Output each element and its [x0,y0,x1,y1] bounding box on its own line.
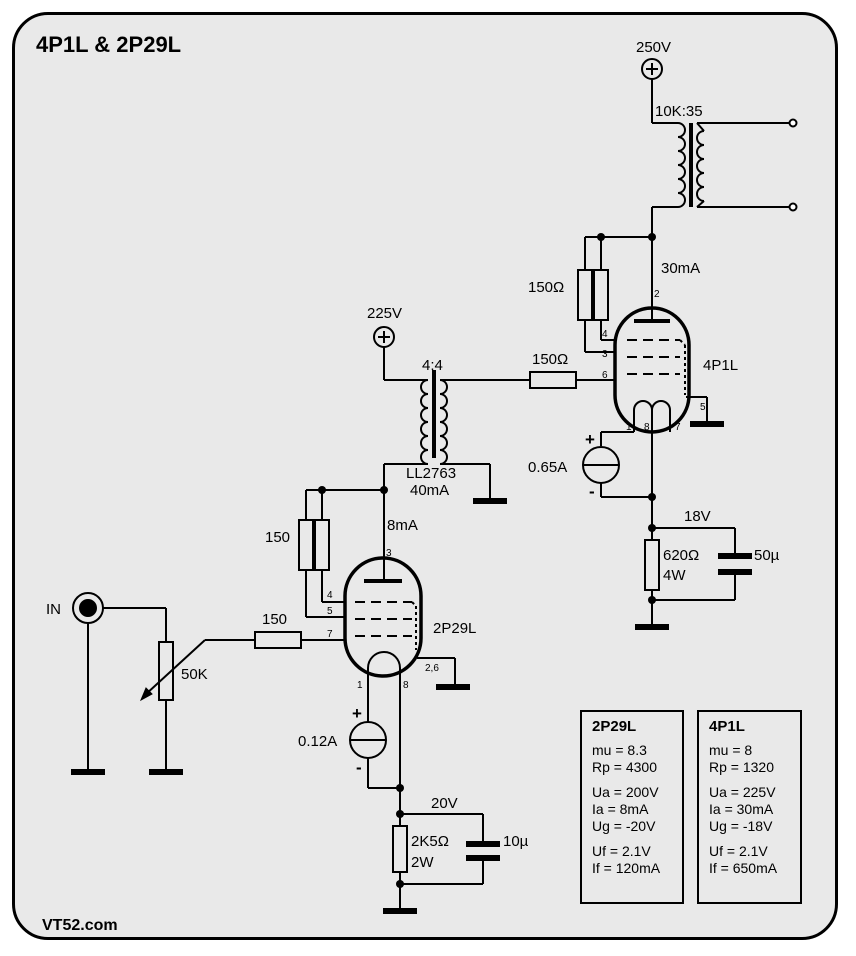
param-line: Rp = 1320 [709,759,774,775]
resistor-150-ohm [577,269,593,321]
label-4-to-4: 4:4 [422,357,443,374]
resistor-grid-stopper-150-ohm [529,371,577,389]
label-2p29l: 2P29L [433,620,476,637]
param-line: mu = 8 [709,742,753,758]
param-line: Ia = 8mA [592,801,649,817]
pin-number: 8 [403,680,409,691]
param-line: Ug = -18V [709,818,773,834]
label-2k5-ohm: 2K5Ω [411,833,449,850]
resistor-150-ohm [593,269,609,321]
output-transformer [652,118,798,212]
label-4w: 4W [663,567,686,584]
pin-number: 2,6 [425,663,439,674]
pin-number: 4 [327,590,333,601]
output-terminal [788,202,798,212]
label-18v: 18V [684,508,711,525]
site-footer: VT52.com [42,917,118,934]
polarity-minus: - [356,758,362,777]
pin-number: 1 [357,680,363,691]
resistor-grid-stopper-150 [254,631,302,649]
param-line: mu = 8.3 [592,742,647,758]
resistor-150 [298,519,314,571]
label-250v: 250V [636,39,671,56]
pin-number: 8 [644,422,650,433]
label-4p1l: 4P1L [703,357,738,374]
polarity-minus: - [589,482,595,501]
label-150: 150 [265,529,290,546]
label-ll2763: LL2763 [406,465,456,482]
param-line: Ua = 200V [592,784,659,800]
label-50u: 50µ [754,547,780,564]
label-225v: 225V [367,305,402,322]
label-40ma: 40mA [410,482,449,499]
pin-number: 1 [626,422,632,433]
tube-4p1l [613,306,691,434]
label-0-65a: 0.65A [528,459,567,476]
label-620-ohm: 620Ω [663,547,699,564]
label-output-transformer-ratio: 10K:35 [655,103,703,120]
label-30ma: 30mA [661,260,700,277]
pin-number: 2 [654,289,660,300]
label-150-ohm-grid: 150Ω [532,351,568,368]
pin-number: 7 [675,422,681,433]
pin-number: 4 [602,329,608,340]
param-line: If = 120mA [592,860,661,876]
pin-number: 5 [327,606,333,617]
param-line: If = 650mA [709,860,778,876]
polarity-plus: + [585,430,595,449]
pin-number: 3 [386,548,392,559]
param-line: Rp = 4300 [592,759,657,775]
pin-number: 5 [700,402,706,413]
polarity-plus: + [352,704,362,723]
label-2w: 2W [411,854,434,871]
page-title: 4P1L & 2P29L [36,32,182,57]
label-0-12a: 0.12A [298,733,337,750]
pin-number: 7 [327,629,333,640]
param-line: Uf = 2.1V [709,843,768,859]
label-in: IN [46,601,61,618]
pin-number: 3 [602,349,608,360]
interstage-transformer [384,370,490,465]
param-line: Ug = -20V [592,818,656,834]
params-title: 2P29L [592,718,637,735]
pin-number: 6 [602,370,608,381]
resistor-150 [314,519,330,571]
resistor-620-ohm [644,539,660,591]
resistor-2k5-ohm [392,825,408,873]
params-title: 4P1L [709,718,745,735]
label-150-grid: 150 [262,611,287,628]
label-50k: 50K [181,666,208,683]
tube-2p29l [343,556,423,700]
label-20v: 20V [431,795,458,812]
param-line: Uf = 2.1V [592,843,651,859]
label-8ma: 8mA [387,517,418,534]
param-line: Ia = 30mA [709,801,774,817]
param-line: Ua = 225V [709,784,776,800]
label-10u: 10µ [503,833,529,850]
label-150-ohm: 150Ω [528,279,564,296]
output-terminal [788,118,798,128]
